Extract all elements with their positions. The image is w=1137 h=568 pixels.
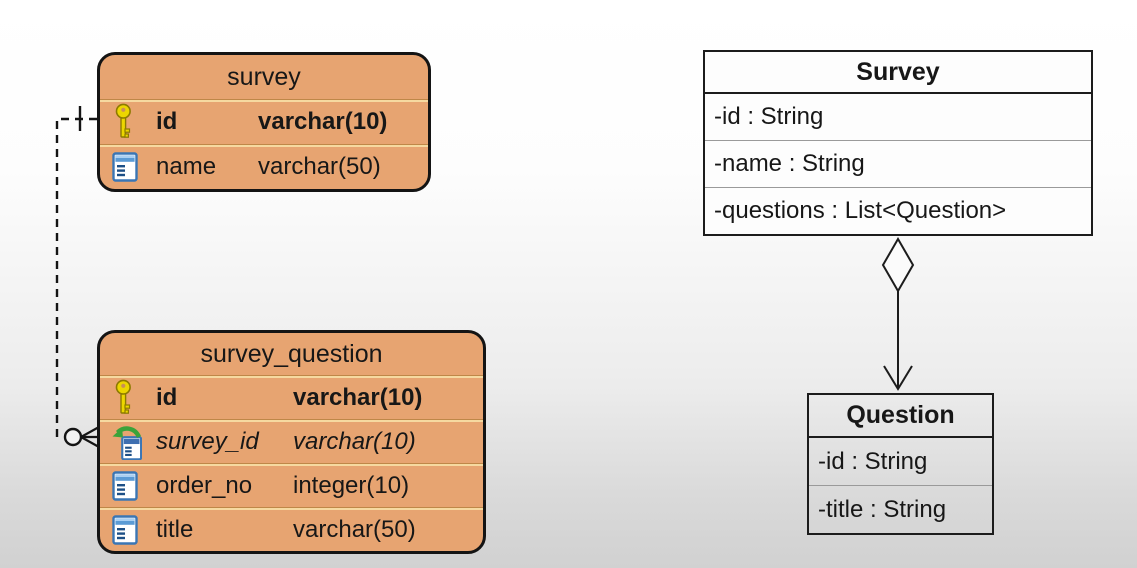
column-name: id	[156, 383, 178, 411]
column-name: survey_id	[156, 427, 259, 455]
er-relationship-connector	[55, 106, 100, 448]
aggregation-diamond	[881, 236, 915, 294]
primary-key-icon	[112, 103, 156, 141]
uml-class-name: Question	[809, 395, 992, 438]
uml-attribute: -questions : List<Question>	[705, 187, 1091, 234]
er-column-row: name varchar(50)	[100, 144, 428, 189]
uml-attribute: -name : String	[705, 140, 1091, 187]
column-icon	[112, 152, 156, 182]
uml-class-question: Question -id : String -title : String	[807, 393, 994, 535]
column-name: order_no	[156, 471, 253, 499]
er-table-title: survey	[227, 62, 301, 91]
uml-class-survey: Survey -id : String -name : String -ques…	[703, 50, 1093, 236]
column-icon	[112, 470, 156, 501]
column-type: varchar(50)	[293, 515, 416, 543]
cardinality-zero-circle	[63, 427, 83, 447]
uml-attribute: -title : String	[809, 485, 992, 533]
column-name: title	[156, 515, 194, 543]
er-table-title: survey_question	[200, 339, 383, 368]
column-type: integer(10)	[293, 471, 410, 499]
uml-attribute: -id : String	[818, 447, 928, 475]
uml-attribute: -id : String	[714, 103, 824, 130]
foreign-key-icon	[112, 424, 156, 460]
column-type: varchar(50)	[258, 153, 381, 180]
primary-key-icon	[112, 379, 156, 417]
column-icon	[112, 514, 156, 545]
uml-class-name: Survey	[705, 52, 1091, 94]
er-column-row: id varchar(10)	[100, 99, 428, 144]
er-table-survey: survey id varchar(10)	[97, 52, 431, 192]
er-column-row: id varchar(10)	[100, 375, 483, 419]
column-name: id	[156, 108, 178, 135]
uml-aggregation-connector	[881, 236, 915, 391]
er-table-survey-question: survey_question id varchar(10)	[97, 330, 486, 554]
column-type: varchar(10)	[293, 383, 423, 411]
open-arrowhead	[883, 365, 913, 391]
column-type: varchar(10)	[258, 108, 388, 135]
column-name: name	[156, 153, 217, 180]
column-type: varchar(10)	[293, 427, 416, 455]
er-column-row: order_no integer(10)	[100, 463, 483, 507]
er-column-row: title varchar(50)	[100, 507, 483, 551]
er-column-row: survey_id varchar(10)	[100, 419, 483, 463]
